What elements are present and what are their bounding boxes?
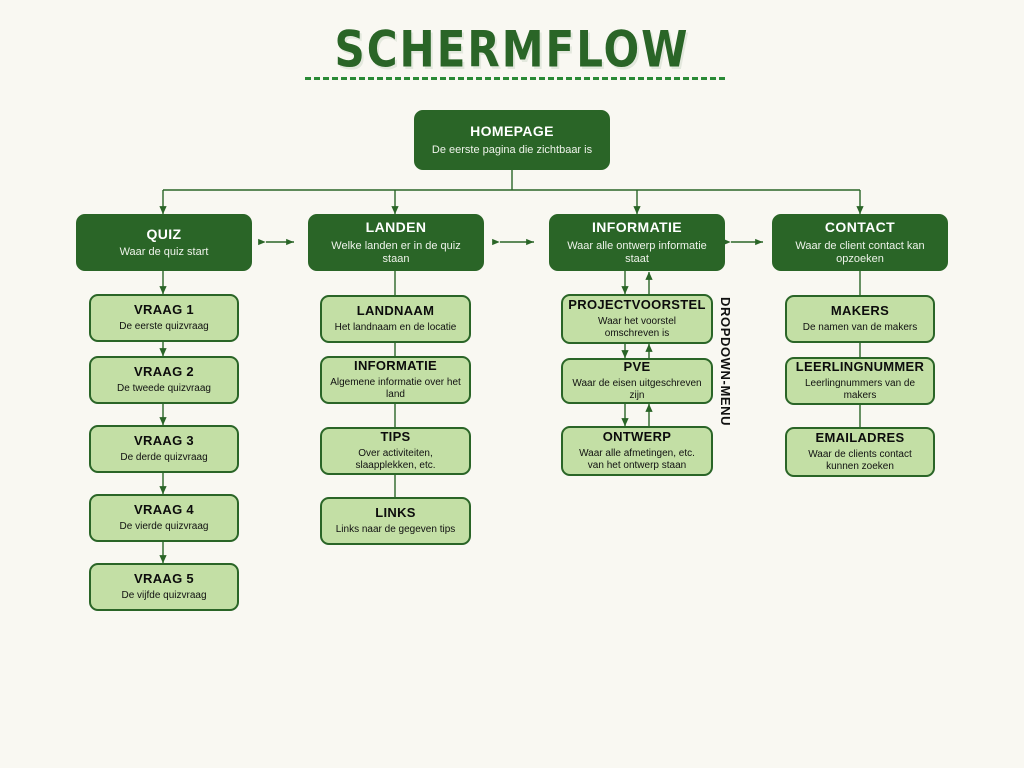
node-landnaam[interactable]: LANDNAAM Het landnaam en de locatie [320, 295, 471, 343]
node-title: VRAAG 5 [134, 571, 194, 587]
node-desc: Links naar de gegeven tips [335, 524, 456, 536]
node-title: VRAAG 3 [134, 433, 194, 449]
node-projectvoorstel[interactable]: PROJECTVOORSTEL Waar het voorstel omschr… [561, 294, 713, 344]
node-title: HOMEPAGE [470, 123, 554, 140]
node-desc: De vijfde quizvraag [121, 590, 207, 602]
node-desc: De derde quizvraag [120, 452, 208, 464]
node-desc: Waar alle afmetingen, etc. van het ontwe… [579, 448, 695, 471]
node-vraag-1[interactable]: VRAAG 1 De eerste quizvraag [89, 294, 239, 342]
node-leerlingnummer[interactable]: LEERLINGNUMMER Leerlingnummers van de ma… [785, 357, 935, 405]
node-informatie[interactable]: INFORMATIE Waar alle ontwerp informatie … [549, 214, 725, 271]
node-vraag-5[interactable]: VRAAG 5 De vijfde quizvraag [89, 563, 239, 611]
node-title: ONTWERP [602, 429, 672, 445]
node-title: INFORMATIE [354, 358, 437, 374]
node-desc: Waar de client contact kan opzoeken [795, 239, 925, 265]
node-desc: Welke landen er in de quiz staan [331, 239, 461, 265]
node-emailadres[interactable]: EMAILADRES Waar de clients contact kunne… [785, 427, 935, 477]
node-vraag-4[interactable]: VRAAG 4 De vierde quizvraag [89, 494, 239, 542]
node-contact[interactable]: CONTACT Waar de client contact kan opzoe… [772, 214, 948, 271]
node-title: TIPS [380, 429, 411, 445]
node-title: EMAILADRES [815, 430, 905, 446]
node-title: LANDNAAM [356, 303, 435, 319]
node-desc: De vierde quizvraag [119, 521, 209, 533]
node-makers[interactable]: MAKERS De namen van de makers [785, 295, 935, 343]
node-title: MAKERS [830, 303, 890, 319]
node-landen[interactable]: LANDEN Welke landen er in de quiz staan [308, 214, 484, 271]
page-title: SCHERMFLOW [334, 20, 690, 79]
dropdown-menu-label: DROPDOWN-MENU [718, 297, 733, 427]
node-homepage[interactable]: HOMEPAGE De eerste pagina die zichtbaar … [414, 110, 610, 170]
node-desc: Het landnaam en de locatie [334, 322, 457, 334]
node-title: PVE [623, 359, 651, 375]
node-title: QUIZ [146, 225, 182, 242]
node-desc: De eerste pagina die zichtbaar is [431, 143, 593, 156]
node-title: VRAAG 2 [134, 364, 194, 380]
node-title: LINKS [375, 505, 416, 521]
node-vraag-2[interactable]: VRAAG 2 De tweede quizvraag [89, 356, 239, 404]
node-title: LEERLINGNUMMER [795, 359, 925, 375]
node-title: VRAAG 1 [134, 302, 194, 318]
node-vraag-3[interactable]: VRAAG 3 De derde quizvraag [89, 425, 239, 473]
node-desc: Waar de eisen uitgeschreven zijn [572, 378, 702, 401]
page-title-wrap: SCHERMFLOW [0, 23, 1024, 75]
node-title: CONTACT [824, 219, 896, 236]
node-desc: De namen van de makers [802, 322, 918, 334]
node-title: PROJECTVOORSTEL [568, 297, 706, 313]
node-desc: Waar de quiz start [119, 246, 209, 259]
node-landen-informatie[interactable]: INFORMATIE Algemene informatie over het … [320, 356, 471, 404]
node-quiz[interactable]: QUIZ Waar de quiz start [76, 214, 252, 271]
node-desc: Waar het voorstel omschreven is [598, 316, 676, 339]
node-links[interactable]: LINKS Links naar de gegeven tips [320, 497, 471, 545]
node-title: INFORMATIE [591, 219, 683, 236]
node-desc: Algemene informatie over het land [330, 377, 461, 400]
title-divider [305, 77, 725, 80]
node-desc: Waar alle ontwerp informatie staat [567, 239, 707, 265]
node-desc: Over activiteiten, slaapplekken, etc. [355, 448, 436, 471]
node-ontwerp[interactable]: ONTWERP Waar alle afmetingen, etc. van h… [561, 426, 713, 476]
node-desc: Waar de clients contact kunnen zoeken [808, 449, 912, 472]
node-desc: De eerste quizvraag [119, 321, 209, 333]
node-pve[interactable]: PVE Waar de eisen uitgeschreven zijn [561, 358, 713, 404]
node-desc: De tweede quizvraag [117, 383, 211, 395]
node-tips[interactable]: TIPS Over activiteiten, slaapplekken, et… [320, 427, 471, 475]
node-desc: Leerlingnummers van de makers [804, 378, 916, 401]
node-title: VRAAG 4 [134, 502, 194, 518]
node-title: LANDEN [365, 219, 427, 236]
